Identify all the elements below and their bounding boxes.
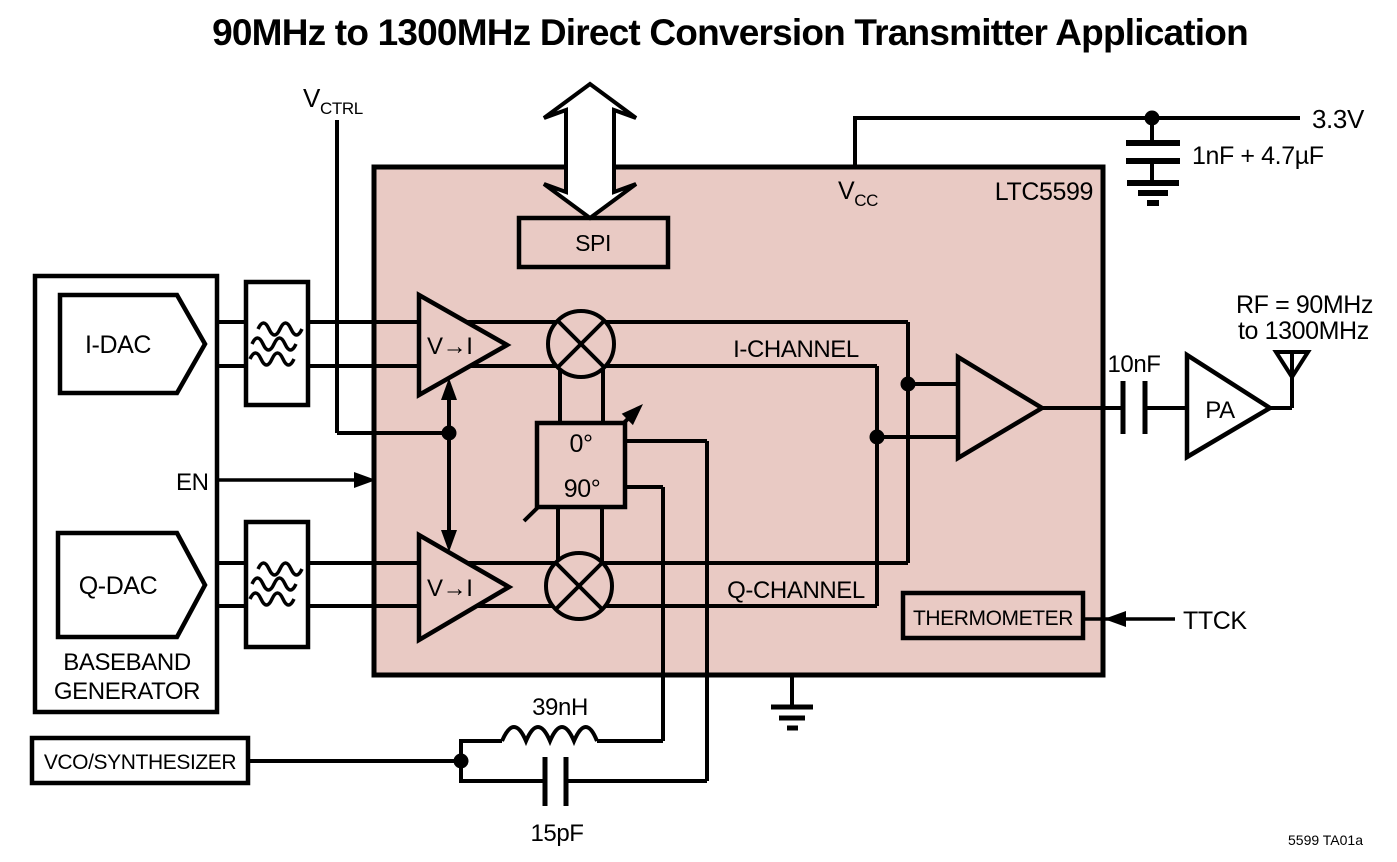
- arrowheads: [354, 378, 1126, 627]
- supply-rail-label: 3.3V: [1312, 104, 1365, 134]
- i-dac-block: [57, 292, 208, 396]
- q-dac-label: Q-DAC: [79, 572, 158, 600]
- spi-box: [516, 215, 671, 270]
- vcc-pin-label: VCC: [838, 177, 878, 210]
- ttck-arrowhead: [1104, 611, 1126, 627]
- filter-wave-icon: [248, 561, 304, 607]
- baseband-label-line1: BASEBAND: [63, 649, 191, 676]
- inductor-39nH-coil: [500, 725, 599, 747]
- chip-ground-symbol: [771, 704, 813, 731]
- phase-90-label: 90°: [564, 475, 601, 503]
- antenna-icon: [1272, 350, 1312, 381]
- spi-label: SPI: [575, 230, 611, 256]
- pa-label: PA: [1205, 397, 1235, 424]
- coupling-cap-label: 10nF: [1107, 351, 1160, 378]
- junction-dots: [441, 110, 1160, 769]
- i-vi-amp-triangle: [416, 291, 512, 399]
- q-vi-amp-triangle: [416, 531, 514, 644]
- vco-synthesizer-label: VCO/SYNTHESIZER: [44, 751, 237, 774]
- page-title: 90MHz to 1300MHz Direct Conversion Trans…: [212, 12, 1248, 53]
- en-pin-label: EN: [176, 469, 209, 496]
- pa-amp-triangle: [1184, 350, 1275, 461]
- vctrl-label: VCTRL: [303, 83, 363, 118]
- vctrl-up-arrowhead: [441, 378, 457, 400]
- thermometer-box: [900, 590, 1086, 641]
- wires: [150, 116, 1300, 783]
- vco-synthesizer-box: [29, 735, 251, 786]
- i-filter: [243, 279, 311, 408]
- q-dac-block: [55, 530, 208, 640]
- en-arrowhead: [354, 472, 376, 488]
- filter-wave-icon: [248, 321, 304, 367]
- decoupling-cap-and-ground: [1126, 140, 1180, 206]
- i-channel-label: I-CHANNEL: [733, 336, 859, 363]
- q-channel-label: Q-CHANNEL: [727, 577, 865, 604]
- vctrl-down-arrowhead: [441, 530, 457, 552]
- phase-adjust-arrowhead: [621, 404, 643, 426]
- i-vi-amp-label: V→I: [427, 333, 472, 360]
- inductor-value-label: 39nH: [532, 694, 588, 721]
- i-dac-label: I-DAC: [85, 331, 151, 359]
- tank-cap-value-label: 15pF: [530, 820, 583, 847]
- q-mixer-icon: [544, 551, 614, 621]
- tank-cap-15pF: [542, 757, 569, 806]
- i-mixer-icon: [546, 309, 616, 379]
- phase-0-label: 0°: [569, 430, 592, 458]
- baseband-label-line2: GENERATOR: [54, 678, 200, 705]
- coupling-cap-10nF: [1120, 381, 1148, 434]
- rf-range-line2: to 1300MHz: [1238, 317, 1369, 345]
- output-sum-amp-triangle: [955, 353, 1047, 462]
- spi-bidirectional-arrow-icon: [542, 81, 638, 221]
- thermometer-label: THERMOMETER: [913, 607, 1073, 630]
- ttck-pin-label: TTCK: [1183, 607, 1247, 635]
- figure-id: 5599 TA01a: [1288, 832, 1363, 848]
- q-vi-amp-label: V→I: [427, 575, 472, 602]
- decoupling-cap-label: 1nF + 4.7µF: [1192, 142, 1324, 170]
- q-filter: [243, 519, 311, 650]
- part-number-label: LTC5599: [995, 178, 1093, 206]
- rf-range-line1: RF = 90MHz: [1236, 291, 1373, 319]
- phase-shifter-box: [534, 420, 628, 510]
